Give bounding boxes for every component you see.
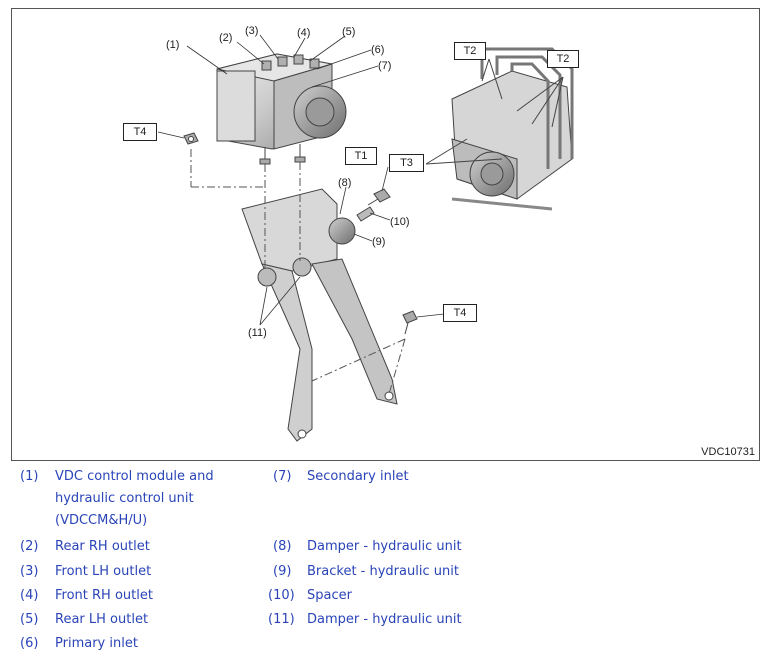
- torque-label-t4-right: T4: [443, 304, 477, 322]
- legend-number: (10): [268, 588, 295, 603]
- legend-item-2: (2) Rear RH outlet: [0, 536, 260, 558]
- legend-item-6: (6) Primary inlet: [0, 633, 260, 655]
- legend-text: Damper - hydraulic unit: [307, 539, 462, 554]
- exploded-view-figure: (1) (2) (3) (4) (5) (6) (7) (8) (9) (10)…: [11, 8, 760, 461]
- legend-item-4: (4) Front RH outlet: [0, 585, 260, 607]
- legend-number: (2): [20, 539, 39, 554]
- legend-number: (6): [20, 636, 39, 651]
- legend-item-3: (3) Front LH outlet: [0, 561, 260, 583]
- legend-number: (5): [20, 612, 39, 627]
- legend-text: Rear RH outlet: [55, 539, 150, 554]
- legend-text: hydraulic control unit: [55, 491, 194, 506]
- spacer-and-bolt: [356, 188, 391, 222]
- legend-text: (VDCCM&H/U): [55, 513, 148, 528]
- torque-label-t4-left: T4: [123, 123, 157, 141]
- legend-number: (7): [273, 469, 292, 484]
- legend-number: (11): [268, 612, 295, 627]
- callout-4: (4): [297, 27, 310, 39]
- legend-item-5: (5) Rear LH outlet: [0, 609, 260, 631]
- legend-text: Damper - hydraulic unit: [307, 612, 462, 627]
- leader-lines: [157, 34, 445, 326]
- legend-item-7: (7) Secondary inlet: [260, 466, 560, 488]
- callout-5: (5): [342, 26, 355, 38]
- legend-item-10: (10) Spacer: [260, 585, 560, 607]
- legend-text: Rear LH outlet: [55, 612, 149, 627]
- legend-text: Spacer: [307, 588, 352, 603]
- mounting-bolt-right: [402, 310, 418, 335]
- exploded-view-drawing: (1) (2) (3) (4) (5) (6) (7) (8) (9) (10)…: [157, 25, 574, 442]
- callout-7: (7): [378, 60, 391, 72]
- callout-9: (9): [372, 236, 385, 248]
- hydraulic-unit-bracket: [241, 188, 398, 442]
- vdc-hydraulic-unit: [216, 53, 347, 165]
- inset-view: [425, 47, 574, 211]
- legend-number: (4): [20, 588, 39, 603]
- legend-text: Secondary inlet: [307, 469, 409, 484]
- legend-text: Primary inlet: [55, 636, 138, 651]
- mounting-nut-left: [183, 132, 199, 145]
- legend-item-9: (9) Bracket - hydraulic unit: [260, 561, 560, 583]
- legend-item-8: (8) Damper - hydraulic unit: [260, 536, 560, 558]
- legend-number: (1): [20, 469, 39, 484]
- callout-11: (11): [248, 327, 267, 339]
- legend-number: (8): [273, 539, 292, 554]
- torque-label-t2-left: T2: [454, 42, 486, 60]
- legend-text: Bracket - hydraulic unit: [307, 564, 459, 579]
- torque-label-t2-right: T2: [547, 50, 579, 68]
- callout-8: (8): [338, 177, 351, 189]
- legend-text: Front LH outlet: [55, 564, 152, 579]
- torque-label-t3: T3: [389, 154, 424, 172]
- legend-number: (9): [273, 564, 292, 579]
- legend-item-11: (11) Damper - hydraulic unit: [260, 609, 560, 631]
- figure-id: VDC10731: [701, 446, 755, 458]
- callout-10: (10): [390, 216, 410, 228]
- legend-text: VDC control module and: [55, 469, 214, 484]
- parts-legend: (1) VDC control module and hydraulic con…: [0, 466, 770, 661]
- legend-text: Front RH outlet: [55, 588, 153, 603]
- callout-1: (1): [166, 39, 179, 51]
- legend-item-1: (1) VDC control module and hydraulic con…: [0, 466, 260, 532]
- torque-label-t1: T1: [345, 147, 377, 165]
- assembly-lines: [190, 149, 406, 395]
- legend-number: (3): [20, 564, 39, 579]
- callout-2: (2): [219, 32, 232, 44]
- callout-3: (3): [245, 25, 258, 37]
- callout-6: (6): [371, 44, 384, 56]
